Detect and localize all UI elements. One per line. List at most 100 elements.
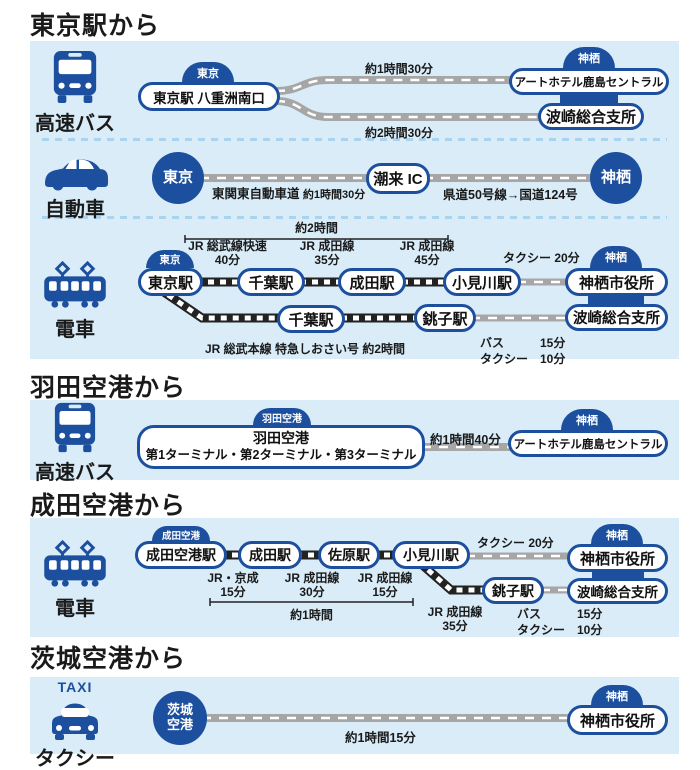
travel-time: 約1時間30分 <box>365 62 434 76</box>
taxi-label: タクシー <box>517 623 566 637</box>
taxi-icon <box>47 695 103 740</box>
line-time: 35分 <box>314 253 340 267</box>
rail-segment-label: JR 成田線 30分 <box>277 571 347 599</box>
train-icon <box>42 261 108 311</box>
taxi-time-label: タクシー 20分 <box>477 536 554 550</box>
station-node-narita: 成田駅 <box>338 268 406 296</box>
station-node-chiba: 千葉駅 <box>237 268 305 296</box>
circle-line1: 茨城 <box>166 702 193 718</box>
dest-node-hasaki-branch: 波崎総合支所 <box>538 103 644 130</box>
line-time: 35分 <box>442 619 468 633</box>
mode-train: 電車 <box>30 540 120 621</box>
dest-badge: 神栖 <box>563 47 615 68</box>
station-node-choshi: 銚子駅 <box>414 304 476 332</box>
station-node-narita: 成田駅 <box>238 541 302 569</box>
rail-segment-label: JR 成田線 35分 <box>292 239 362 267</box>
line-time: 15分 <box>220 585 246 599</box>
panel-ibaraki: TAXI タクシー 茨城 空港 約1時間15分 神栖 神栖市役所 <box>30 677 679 770</box>
rail-branch-label: JR 総武本線 特急しおさい号 約2時間 <box>205 342 406 356</box>
row-divider <box>42 216 667 219</box>
taxi-sign-label: TAXI <box>57 679 93 695</box>
dest-node-art-hotel: アートホテル鹿島セントラル <box>509 68 669 95</box>
node-line2: 第1ターミナル・第2ターミナル・第3ターミナル <box>145 447 417 462</box>
road-time: 約1時間30分 <box>302 189 366 201</box>
bus-time: 15分 <box>540 336 566 350</box>
bus-label: バス <box>480 336 505 350</box>
line-time: 15分 <box>372 585 398 599</box>
bus-taxi-times: バス 15分 タクシー 10分 <box>517 606 602 638</box>
bus-icon <box>50 49 100 105</box>
dest-circle-kamisu: 神栖 <box>590 152 642 204</box>
origin-circle-tokyo: 東京 <box>152 152 204 204</box>
line-name: JR 成田線 <box>399 239 455 253</box>
circle-line2: 空港 <box>166 717 193 732</box>
taxi-time: 10分 <box>577 623 603 637</box>
tokyo-train-bracket-line <box>184 235 449 243</box>
travel-time: 約1時間15分 <box>345 731 416 745</box>
section-heading-ibaraki: 茨城空港から <box>30 645 187 673</box>
origin-badge: 羽田空港 <box>253 408 311 425</box>
origin-badge: 成田空港 <box>152 526 210 542</box>
station-node-narita-airport: 成田空港駅 <box>135 541 227 569</box>
origin-badge: 東京 <box>182 62 234 82</box>
mode-highway-bus: 高速バス <box>30 401 120 485</box>
bus-label: バス <box>517 607 542 621</box>
rail-segment-label: JR・京成 15分 <box>198 571 268 599</box>
mode-label: タクシー <box>35 748 115 770</box>
haneda-route-lines <box>422 443 512 451</box>
mode-label: 電車 <box>55 319 95 341</box>
line-name: JR 成田線 <box>427 605 483 619</box>
line-name: JR 成田線 <box>284 571 340 585</box>
section-heading-tokyo: 東京駅から <box>30 12 161 40</box>
section-heading-haneda: 羽田空港から <box>30 374 187 402</box>
station-node-omigawa: 小見川駅 <box>443 268 521 296</box>
section-heading-narita: 成田空港から <box>30 492 187 520</box>
node-line1: 羽田空港 <box>253 430 309 447</box>
mode-highway-bus: 高速バス <box>30 49 120 136</box>
panel-narita: 電車 成田空港 成田空港駅 成田駅 佐原駅 小見川駅 タクシー 20分 神栖 神… <box>30 518 679 637</box>
dest-node-kamisu-city-hall: 神栖市役所 <box>567 544 668 572</box>
line-time: 30分 <box>299 585 325 599</box>
bracket-duration: 約1時間 <box>290 608 333 622</box>
ibaraki-route-lines <box>202 714 570 722</box>
dest-badge: 神栖 <box>591 524 643 544</box>
dest-badge: 神栖 <box>591 685 643 705</box>
mode-label: 高速バス <box>35 113 115 135</box>
panel-haneda: 高速バス 羽田空港 羽田空港 第1ターミナル・第2ターミナル・第3ターミナル 約… <box>30 400 679 484</box>
taxi-time: 10分 <box>540 352 566 366</box>
bus-time: 15分 <box>577 607 603 621</box>
rail-segment-label: JR 成田線 45分 <box>392 239 462 267</box>
dest-node-art-hotel: アートホテル鹿島セントラル <box>508 430 668 457</box>
taxi-label: タクシー <box>480 352 529 366</box>
via-node-itako-ic: 潮来 IC <box>366 163 430 194</box>
line-name: JR・京成 <box>207 571 259 585</box>
tokyo-route-lines <box>155 76 596 323</box>
mode-label: 電車 <box>55 598 95 620</box>
bracket-duration: 約2時間 <box>295 221 338 235</box>
station-node-tokyo: 東京駅 <box>138 268 203 296</box>
line-name: JR 成田線 <box>299 239 355 253</box>
rail-segment-label: JR 成田線 15分 <box>350 571 420 599</box>
taxi-time-label: タクシー 20分 <box>503 251 580 265</box>
origin-badge: 東京 <box>146 250 194 268</box>
rail-segment-label: JR 総武線快速 40分 <box>180 239 275 267</box>
station-node-sawara: 佐原駅 <box>318 541 380 569</box>
mode-taxi: TAXI タクシー <box>30 679 120 770</box>
road-segment-label: 県道50号線→国道124号 <box>443 188 578 202</box>
mode-label: 自動車 <box>45 199 105 221</box>
road-name: 東関東自動車道 <box>212 187 300 201</box>
car-icon <box>42 149 108 191</box>
bus-icon <box>51 401 99 454</box>
station-node-choshi: 銚子駅 <box>482 577 544 604</box>
line-name: JR 成田線 <box>357 571 413 585</box>
dest-badge: 神栖 <box>561 409 613 430</box>
bus-taxi-times: バス 15分 タクシー 10分 <box>480 335 565 367</box>
mode-car: 自動車 <box>30 149 120 222</box>
train-icon <box>42 540 108 590</box>
travel-time: 約2時間30分 <box>365 126 434 140</box>
dest-node-hasaki-branch: 波崎総合支所 <box>565 304 668 331</box>
mode-train: 電車 <box>30 261 120 342</box>
origin-circle-ibaraki-airport: 茨城 空港 <box>153 691 207 745</box>
dest-node-kamisu-city-hall: 神栖市役所 <box>565 268 668 296</box>
station-node-omigawa: 小見川駅 <box>392 541 470 569</box>
